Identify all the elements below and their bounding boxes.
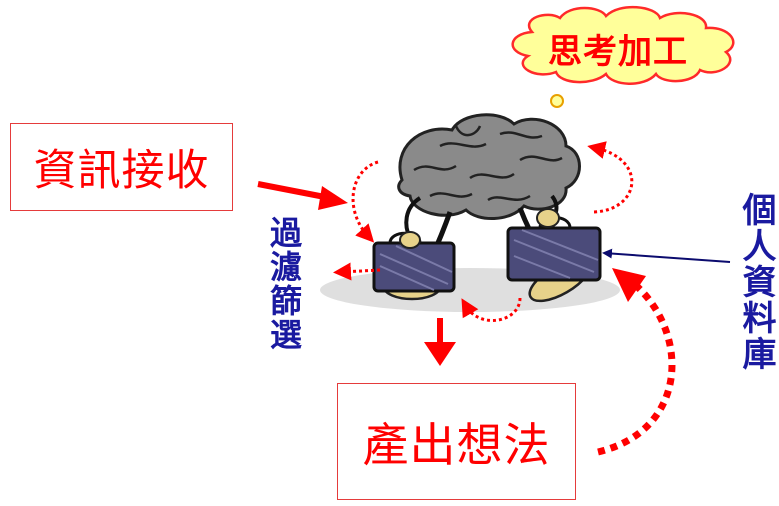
dotted-curved-arrow	[333, 141, 634, 322]
output-label: 產出想法	[362, 417, 551, 472]
output-box: 產出想法	[337, 383, 576, 500]
receive-label: 資訊接收	[33, 146, 210, 196]
receive-box: 資訊接收	[10, 123, 233, 211]
feedback-arrow	[597, 268, 676, 456]
brain-with-briefcases-illustration	[320, 113, 620, 312]
thought-bubble-1	[550, 94, 564, 108]
database-arrow	[602, 248, 731, 263]
thought-label: 思考加工	[548, 32, 688, 72]
input-arrow	[257, 181, 348, 210]
filter-label: 過濾篩選	[265, 216, 303, 352]
database-label: 個人資料庫	[736, 192, 776, 372]
output-arrow	[424, 318, 456, 366]
